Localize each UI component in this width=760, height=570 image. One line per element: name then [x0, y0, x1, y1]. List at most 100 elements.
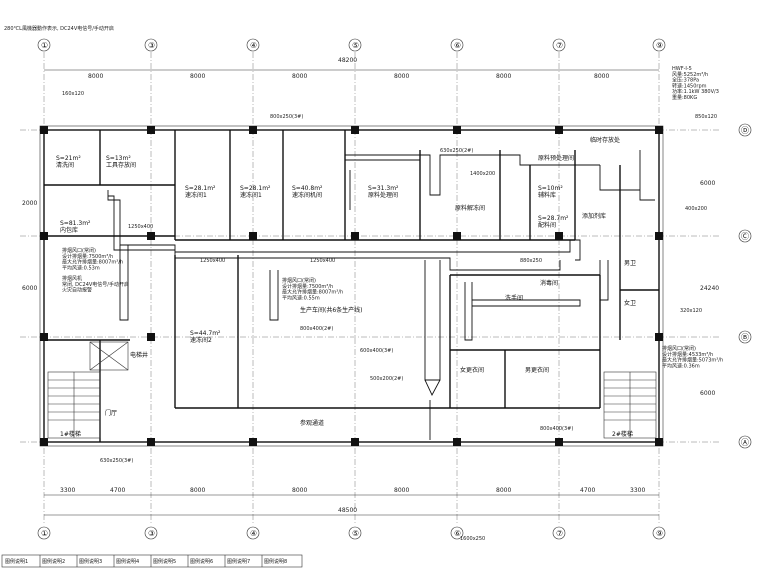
dim-left-1: 2000 [22, 200, 37, 207]
duct-label: 600x400(3#) [360, 348, 393, 354]
duct-label: 1400x200 [470, 171, 495, 177]
legend-item: 图例说明7 [227, 558, 250, 565]
room-label: 电梯井 [130, 351, 148, 359]
legend-item: 图例说明1 [5, 558, 28, 565]
legend-item: 图例说明2 [42, 558, 65, 565]
duct-label: 630x250(3#) [100, 458, 133, 464]
grid-bottom-1: ① [41, 529, 48, 538]
grid-top-1: ① [41, 41, 48, 50]
grid-top-7: ⑦ [556, 41, 563, 50]
room-label: 生产车间(共6条生产线) [300, 306, 363, 314]
dim-right-1: 6000 [700, 180, 715, 187]
stair-2 [603, 371, 657, 439]
grid-right-C: Ⓒ [741, 232, 749, 241]
room-label: 添加剂库 [582, 212, 606, 220]
room-label: 1#楼梯 [60, 430, 81, 438]
stair-1 [47, 371, 101, 439]
duct-label: 630x250(2#) [440, 148, 473, 154]
grid-top-5: ⑤ [352, 41, 359, 50]
room-label: 女更衣间 [460, 366, 484, 374]
header-note: 280℃L風機器動作表示, DC24V电信号/手动开启 [4, 25, 114, 32]
dim-top-5: 8000 [496, 73, 511, 80]
dim-bottom-2: 4700 [110, 487, 125, 494]
grid-top-circles [37, 38, 666, 52]
room-label: 门厅 [105, 409, 117, 417]
dim-bottom-7: 4700 [580, 487, 595, 494]
equipment-note: 排烟风机常闭, DC24V电信号/手动开启火灾自动报警 [62, 275, 129, 294]
room-label: 女卫 [624, 299, 636, 307]
duct-label: 160x120 [62, 91, 84, 97]
duct-label: 400x200 [685, 206, 707, 212]
grid-top-9: ⑨ [656, 41, 663, 50]
grid-bottom-7: ⑦ [556, 529, 563, 538]
grid-top-6: ⑥ [454, 41, 461, 50]
legend-item: 图例说明4 [116, 558, 139, 565]
room-label: 临时存放处 [590, 136, 620, 144]
legend-item: 图例说明8 [264, 558, 287, 565]
grid-right-A: Ⓐ [741, 438, 749, 447]
grid-bottom-4: ④ [250, 529, 257, 538]
dim-top-1: 8000 [88, 73, 103, 80]
duct-label: 1250x400 [128, 224, 153, 230]
outer-wall [43, 129, 660, 443]
duct-label: 800x250(3#) [270, 114, 303, 120]
duct-label: 800x400(3#) [540, 426, 573, 432]
duct-label: 1250x400 [310, 258, 335, 264]
dim-bottom-5: 8000 [394, 487, 409, 494]
grid-top-4: ④ [250, 41, 257, 50]
room-label: 消毒间 [540, 279, 558, 287]
dim-bottom-1: 3300 [60, 487, 75, 494]
room-label: 洗手间 [505, 294, 523, 302]
dim-bottom-8: 3300 [630, 487, 645, 494]
smoke-exhaust-duct [107, 150, 655, 440]
duct-label: 1250x400 [200, 258, 225, 264]
dim-bottom-6: 8000 [496, 487, 511, 494]
dim-top-4: 8000 [394, 73, 409, 80]
duct-label: 500x200(2#) [370, 376, 403, 382]
duct-label: 1600x250 [460, 536, 485, 542]
duct-label: 800x400(2#) [300, 326, 333, 332]
legend-item: 图例说明3 [79, 558, 102, 565]
dim-bottom-4: 8000 [292, 487, 307, 494]
grid-bottom-5: ⑤ [352, 529, 359, 538]
dim-right-3: 6000 [700, 390, 715, 397]
grid-bottom-3: ③ [148, 529, 155, 538]
dim-top-6: 8000 [594, 73, 609, 80]
room-label: 男更衣间 [525, 366, 549, 374]
grid-top: ① ③ ④ ⑤ ⑥ ⑦ ⑨ [41, 41, 663, 50]
dim-top-2: 8000 [190, 73, 205, 80]
grid-lines [20, 52, 720, 525]
structural-columns [40, 126, 663, 446]
dim-right-2: 24240 [700, 285, 719, 292]
duct-label: 880x250 [520, 258, 542, 264]
outer-wall-face [39, 125, 664, 447]
dim-bottom-3: 8000 [190, 487, 205, 494]
grid-top-3: ③ [148, 41, 155, 50]
dim-total-top: 48200 [338, 57, 357, 64]
grid-right-B: Ⓑ [741, 333, 749, 342]
legend-strip: 图例说明1 图例说明2 图例说明3 图例说明4 图例说明5 图例说明6 图例说明… [1, 554, 303, 568]
room-label: 2#楼梯 [612, 430, 633, 438]
grid-bottom-6: ⑥ [454, 529, 461, 538]
duct-label: 850x120 [695, 114, 717, 120]
room-label: 参观通道 [300, 419, 324, 427]
grid-right-D: Ⓓ [741, 126, 749, 135]
dim-top-3: 8000 [292, 73, 307, 80]
elevator [89, 341, 129, 371]
legend-item: 图例说明6 [190, 558, 213, 565]
